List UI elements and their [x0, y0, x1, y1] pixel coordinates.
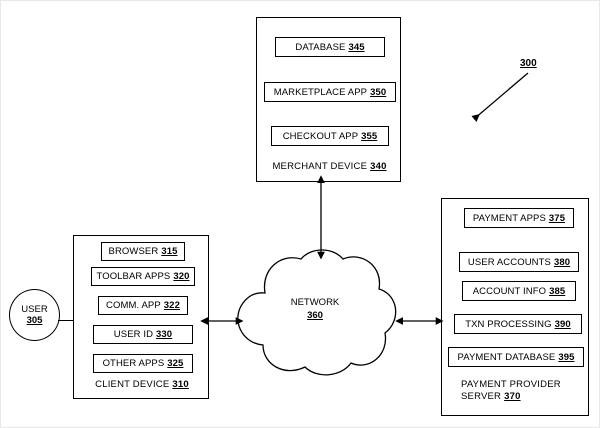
component-ref: 355	[361, 130, 378, 142]
payment-server-title-ref: 370	[504, 391, 521, 402]
merchant-device-title-label: MERCHANT DEVICE	[272, 161, 368, 172]
component-ref: 345	[348, 41, 365, 53]
payment-server-title-line2: SERVER	[461, 391, 502, 402]
component-ref: 380	[553, 256, 571, 268]
component-ref: 390	[554, 318, 571, 330]
component-label: DATABASE	[295, 41, 346, 53]
component-ref: 375	[548, 212, 566, 224]
user-label: USER	[21, 304, 48, 315]
component-ref: 320	[173, 271, 190, 282]
figure-reference-arrow	[471, 72, 529, 122]
network-to-payment-server-arrow	[395, 317, 444, 325]
component-label: USER ACCOUNTS	[467, 256, 551, 268]
merchant-device-title-ref: 340	[370, 161, 387, 172]
component-label: CHECKOUT APP	[282, 130, 359, 142]
component-label: COMM. APP	[106, 300, 161, 311]
figure-reference-label: 300	[520, 58, 537, 69]
network-to-merchant-arrow	[317, 175, 325, 260]
component-ref: 315	[161, 246, 178, 257]
component-ref: 330	[156, 329, 173, 340]
component-label: PAYMENT APPS	[472, 212, 546, 224]
component-label: TXN PROCESSING	[465, 318, 552, 330]
component-ref: 350	[370, 86, 387, 98]
network-ref: 360	[307, 310, 323, 321]
component-ref: 385	[549, 285, 566, 297]
client-device-title-label: CLIENT DEVICE	[95, 379, 170, 390]
component-label: BROWSER	[108, 246, 159, 257]
component-label: ACCOUNT INFO	[472, 285, 547, 297]
component-ref: 322	[163, 300, 180, 311]
component-label: TOOLBAR APPS	[96, 271, 171, 282]
user-node: USER 305	[9, 289, 60, 341]
network-label: NETWORK	[290, 297, 340, 308]
client-to-network-arrow	[200, 317, 244, 325]
component-label: OTHER APPS	[102, 358, 165, 369]
component-label: USER ID	[113, 329, 154, 340]
payment-server-title-line1: PAYMENT PROVIDER	[461, 379, 561, 390]
user-to-client-connector	[58, 320, 74, 321]
component-label: PAYMENT DATABASE	[457, 351, 556, 363]
component-ref: 325	[167, 358, 184, 369]
network-label-group: NETWORK 360	[227, 296, 403, 322]
component-label: MARKETPLACE APP	[273, 86, 368, 98]
client-device-title-ref: 310	[172, 379, 189, 390]
component-ref: 395	[558, 351, 575, 363]
user-ref: 305	[26, 315, 43, 326]
